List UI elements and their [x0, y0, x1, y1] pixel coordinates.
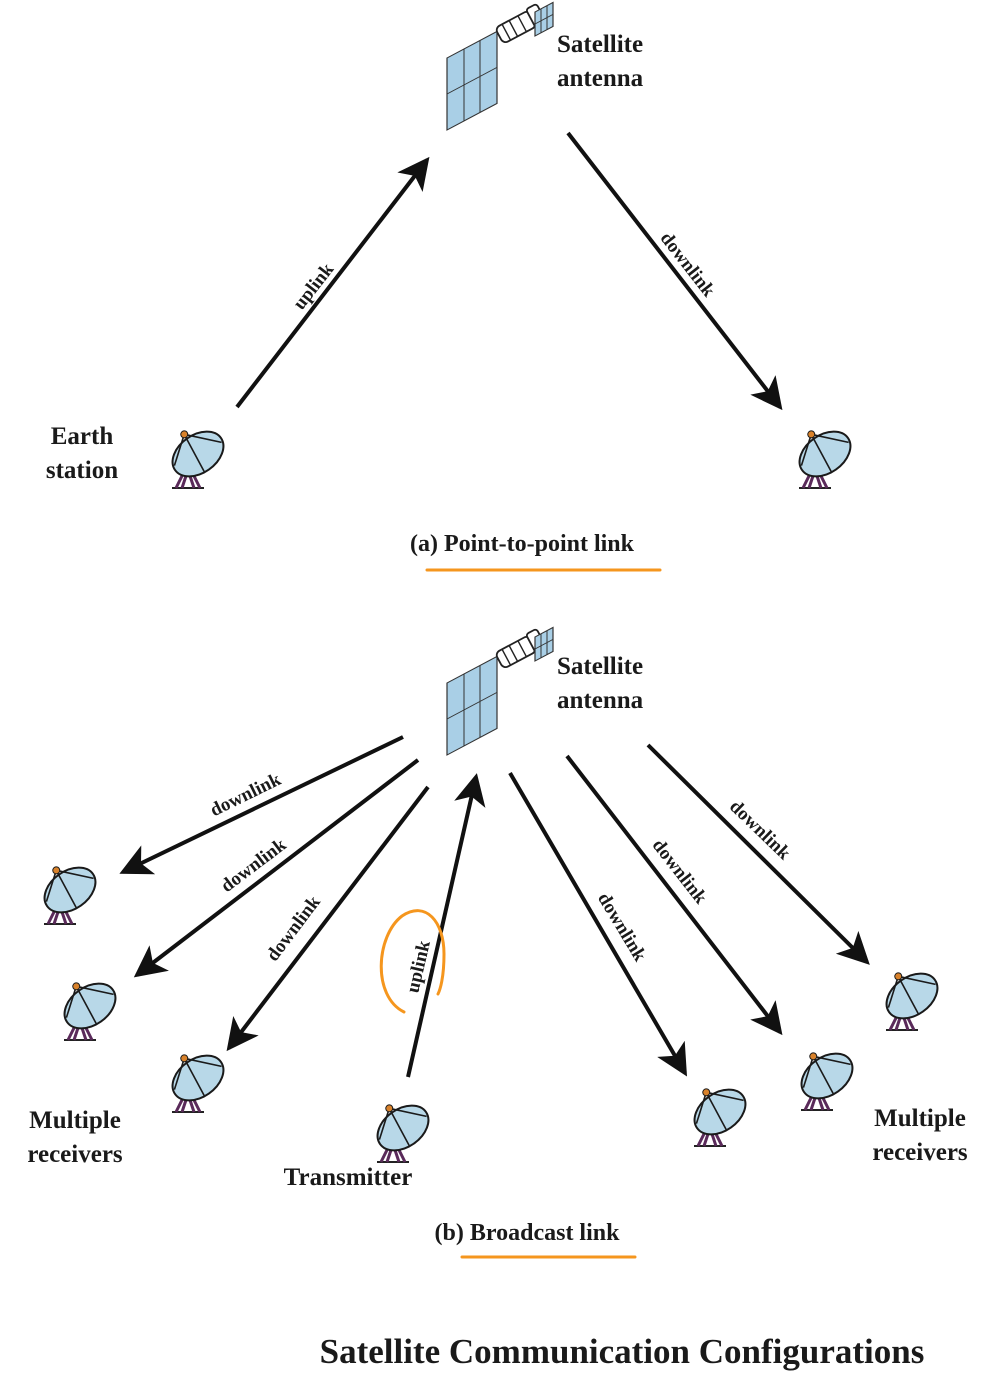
receiver-dish-icon-b6 — [871, 955, 948, 1032]
satellite-label-a-line1: Satellite — [557, 31, 643, 58]
uplink-arrow-b — [406, 773, 486, 1078]
downlink-arrow-b3 — [226, 785, 430, 1052]
downlink-arrow-b4 — [508, 771, 688, 1077]
right-receivers-label-line2: receivers — [872, 1139, 968, 1166]
figure-title: Satellite Communication Configurations — [320, 1332, 925, 1371]
satellite-label-b-line2: antenna — [557, 687, 644, 714]
caption-b-title: Broadcast link — [470, 1220, 620, 1246]
caption-b-prefix: (b) — [435, 1220, 464, 1246]
receiver-dish-icon-b1 — [29, 849, 106, 926]
downlink-arrow-a — [566, 131, 783, 411]
caption-a-title: Point-to-point link — [444, 531, 635, 557]
downlink-arrow-b2 — [133, 758, 420, 978]
downlink-arrow-b5 — [565, 754, 783, 1036]
uplink-highlight-circle — [379, 909, 446, 1014]
downlink-label-b3: downlink — [262, 892, 325, 966]
right-receivers-label-line1: Multiple — [874, 1105, 966, 1132]
satellite-icon-a — [446, 1, 554, 131]
receiver-dish-icon-b3 — [157, 1037, 234, 1114]
downlink-arrow-b6 — [646, 743, 870, 965]
receiver-dish-icon-b5 — [786, 1035, 863, 1112]
left-receivers-label-line1: Multiple — [29, 1107, 121, 1134]
receiver-dish-icon-b4 — [679, 1071, 756, 1148]
earth-station-label-line1: Earth — [51, 423, 114, 450]
satellite-icon-b — [446, 626, 554, 756]
left-receivers-label-line2: receivers — [27, 1141, 123, 1168]
caption-b: (b) Broadcast link — [435, 1220, 621, 1246]
earth-station-label-line2: station — [46, 457, 118, 484]
transmitter-label: Transmitter — [284, 1164, 413, 1191]
receiver-dish-icon-b2 — [49, 965, 126, 1042]
uplink-arrow-a — [235, 156, 430, 409]
caption-a: (a) Point-to-point link — [410, 531, 635, 557]
satellite-label-b-line1: Satellite — [557, 653, 643, 680]
receiver-dish-icon-a — [784, 413, 861, 490]
satellite-label-a-line2: antenna — [557, 65, 644, 92]
earth-station-dish-icon — [157, 413, 234, 490]
transmitter-dish-icon — [362, 1087, 439, 1164]
caption-a-prefix: (a) — [410, 531, 438, 557]
downlink-arrow-b1 — [119, 735, 404, 875]
